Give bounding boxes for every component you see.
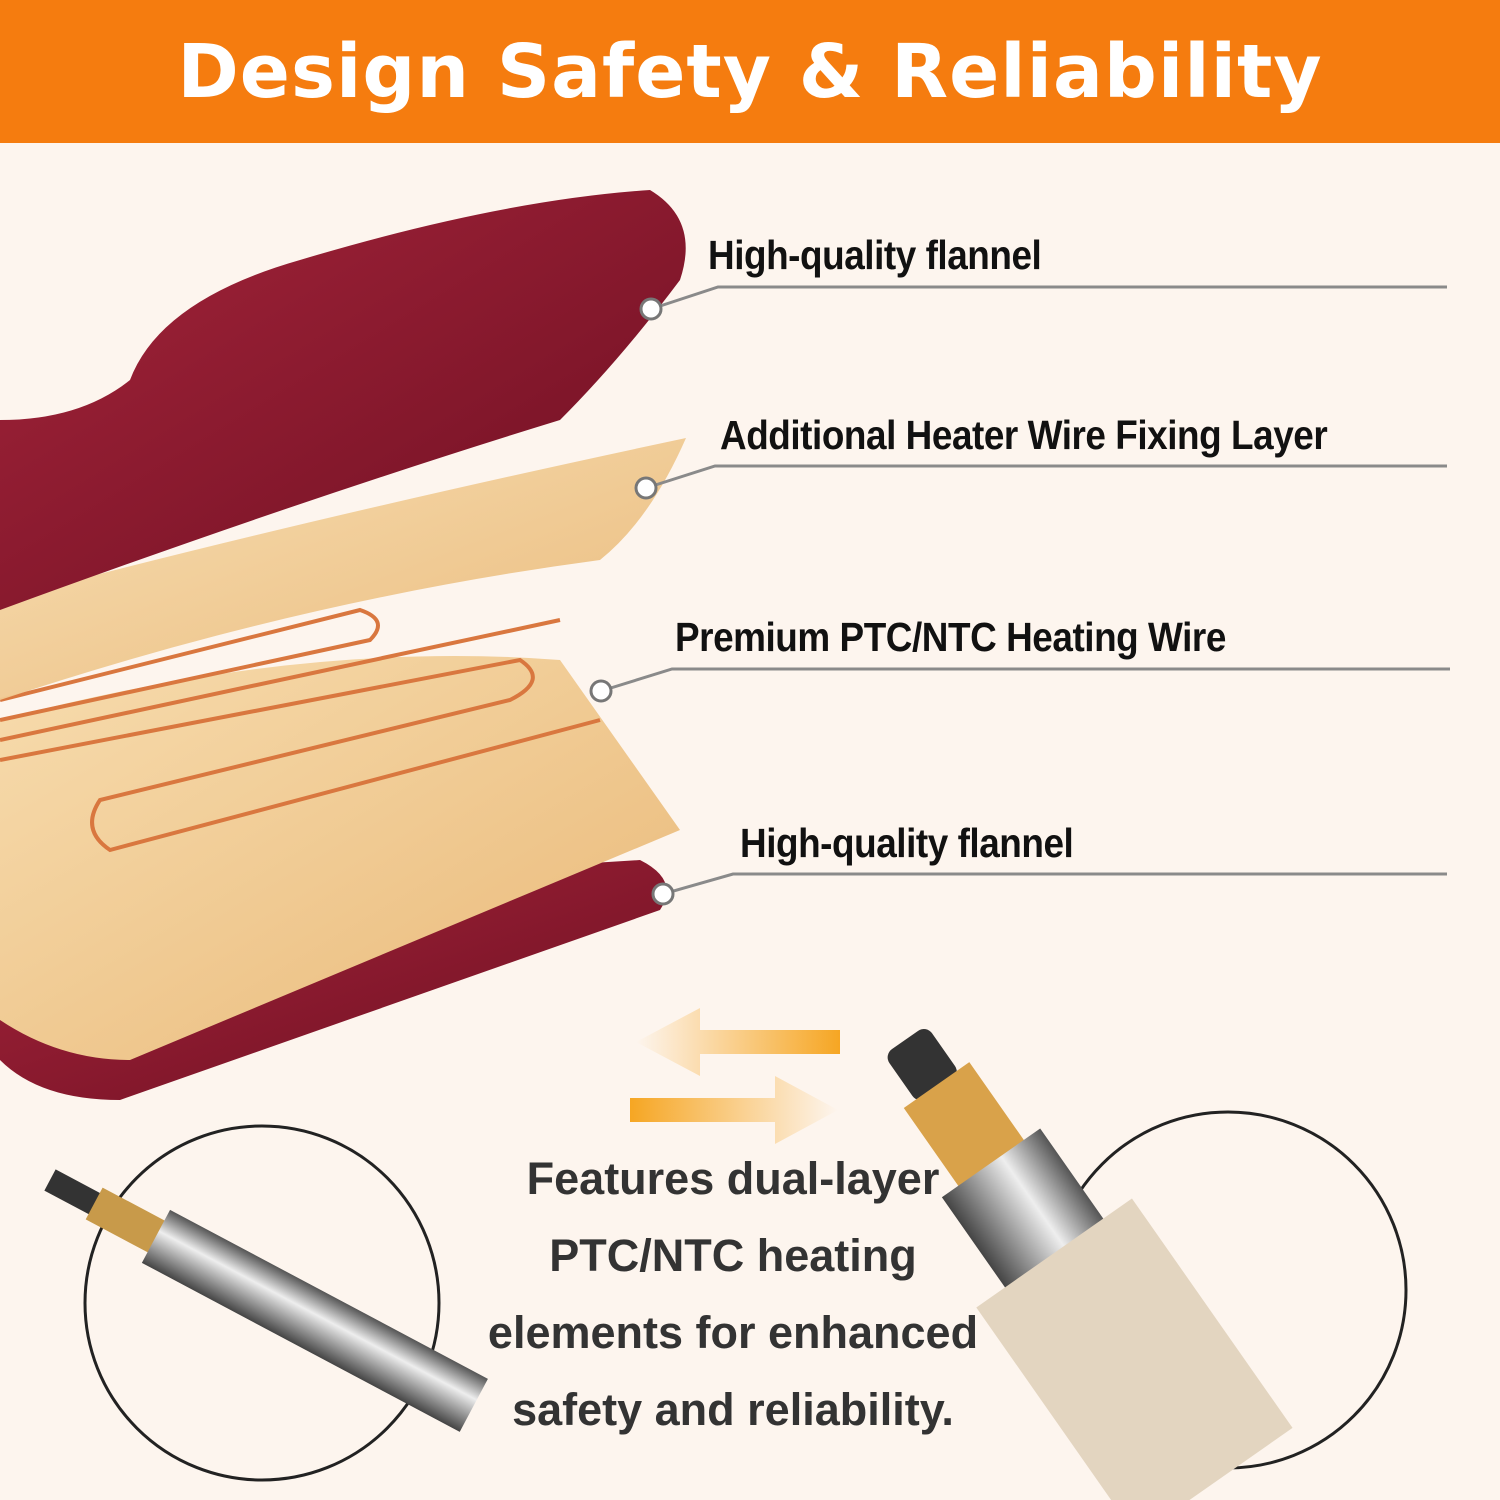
callout-dots — [589, 297, 675, 906]
ptc-wire-closeup — [44, 1124, 488, 1482]
description-line: PTC/NTC heating — [549, 1230, 917, 1281]
page-title: Design Safety & Reliability — [177, 28, 1323, 115]
bottom-sheet — [0, 656, 680, 1060]
feature-description: Features dual-layer PTC/NTC heating elem… — [440, 1140, 1026, 1448]
layer-label-fixing-layer: Additional Heater Wire Fixing Layer — [720, 412, 1328, 458]
layer-label-bottom-flannel: High-quality flannel — [740, 820, 1074, 866]
top-flannel — [0, 190, 686, 610]
fixing-layer — [0, 438, 686, 700]
description-line: elements for enhanced — [487, 1307, 979, 1358]
ntc-wire-closeup — [887, 1029, 1408, 1500]
description-line: Features dual-layer — [526, 1153, 940, 1204]
layer-label-top-flannel: High-quality flannel — [708, 232, 1042, 278]
callout-lines — [600, 285, 1450, 896]
swap-arrows-icon — [630, 1008, 840, 1144]
header-banner: Design Safety & Reliability — [0, 0, 1500, 143]
description-line: safety and reliability. — [512, 1384, 954, 1435]
layer-label-heating-wire: Premium PTC/NTC Heating Wire — [675, 614, 1226, 660]
heating-wire — [0, 607, 601, 853]
